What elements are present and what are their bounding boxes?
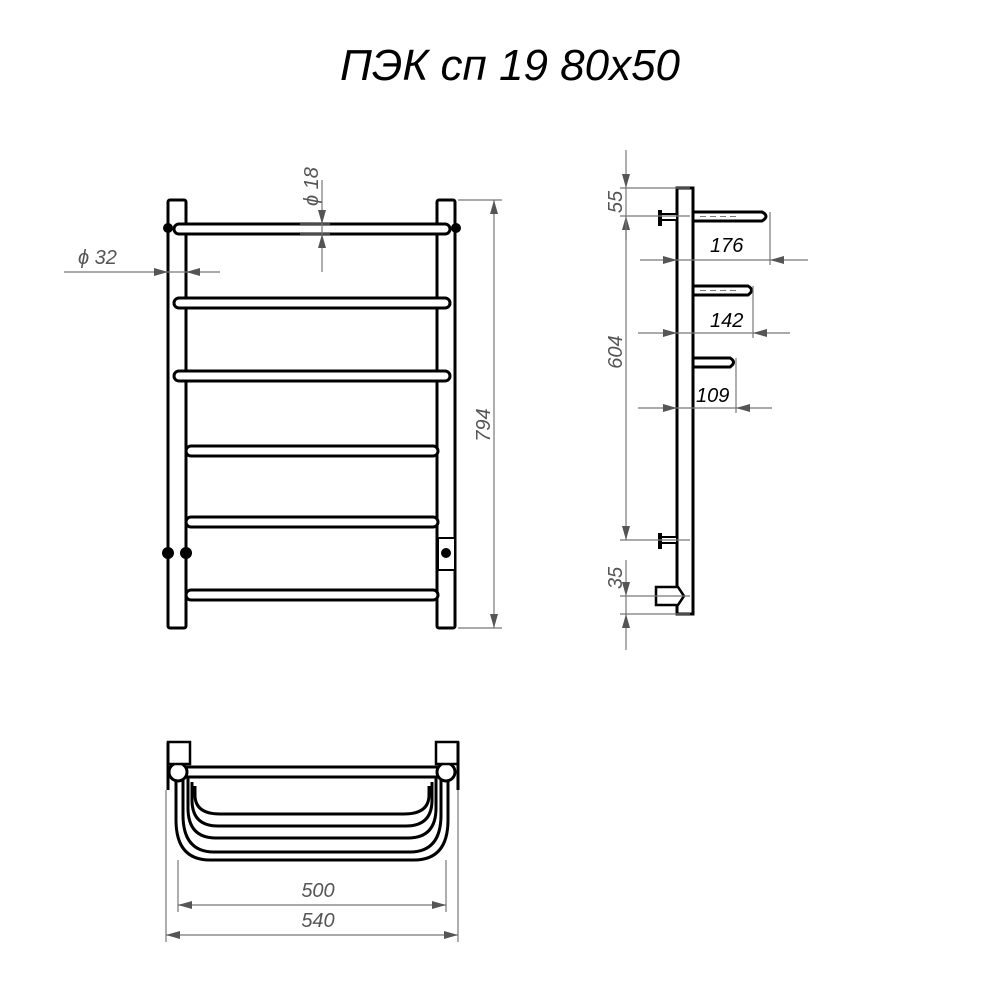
left-post — [166, 198, 188, 630]
arrow-icon — [444, 931, 458, 939]
mount-knob-bottom-left-inner — [180, 547, 192, 559]
rung-4 — [184, 444, 440, 458]
arrow-icon — [622, 174, 630, 188]
top-rung-front — [174, 765, 450, 779]
top-rung-2 — [181, 772, 443, 854]
top-bracket-right — [434, 740, 460, 766]
drawing-title: ПЭК сп 19 80х50 — [340, 41, 681, 90]
label-width-inner: 500 — [301, 880, 334, 902]
arrow-icon — [166, 931, 180, 939]
arrow-icon — [663, 329, 677, 337]
label-depth-top: 176 — [710, 235, 744, 257]
side-rung-top — [693, 210, 768, 223]
arrow-icon — [736, 404, 750, 412]
arrow-icon — [178, 901, 192, 909]
side-bracket-top-pin — [660, 213, 678, 221]
label-top-offset: 55 — [605, 190, 627, 213]
side-post — [675, 186, 695, 616]
arrow-icon — [622, 526, 630, 540]
rung-3 — [172, 369, 452, 383]
top-rung-3 — [186, 778, 438, 840]
rung-1 — [172, 222, 452, 236]
arrow-icon — [753, 329, 767, 337]
label-bottom-offset: 35 — [605, 566, 627, 589]
top-rung-outer — [174, 772, 450, 862]
label-center-distance: 604 — [605, 335, 627, 368]
top-post-left — [167, 761, 189, 783]
arrow-icon — [318, 234, 326, 248]
label-depth-low: 109 — [696, 385, 729, 407]
arrow-icon — [770, 256, 784, 264]
rung-5 — [184, 515, 440, 529]
top-post-right — [435, 761, 457, 783]
top-bracket-left — [166, 740, 192, 766]
arrow-icon — [186, 268, 200, 276]
arrow-icon — [622, 614, 630, 628]
arrow-icon — [318, 210, 326, 224]
mount-knob-bottom-left — [162, 547, 174, 559]
arrow-icon — [490, 200, 498, 214]
label-depth-middle: 142 — [710, 310, 743, 332]
arrow-icon — [622, 582, 630, 596]
label-overall-height: 794 — [473, 408, 495, 441]
side-rung-low — [693, 356, 735, 369]
label-post-diameter: ϕ 32 — [78, 247, 117, 269]
top-rung-5 — [193, 786, 431, 816]
rung-6 — [184, 588, 440, 602]
connector-knob — [441, 548, 451, 558]
mount-knob-top-left — [163, 223, 173, 233]
side-rung-middle — [693, 284, 753, 297]
label-width-outer: 540 — [301, 910, 334, 932]
arrow-icon — [154, 268, 168, 276]
rung-2 — [172, 296, 452, 310]
top-view: 500 540 — [165, 740, 460, 942]
arrow-icon — [663, 256, 677, 264]
arrow-icon — [490, 614, 498, 628]
mount-knob-top-right — [451, 223, 461, 233]
arrow-icon — [663, 404, 677, 412]
label-rung-diameter: ϕ 18 — [301, 167, 323, 206]
side-view: 55 604 35 176 142 109 — [605, 150, 808, 650]
front-view: ϕ 18 ϕ 32 794 — [64, 167, 502, 630]
top-rung-4 — [190, 782, 434, 828]
arrow-icon — [432, 901, 446, 909]
